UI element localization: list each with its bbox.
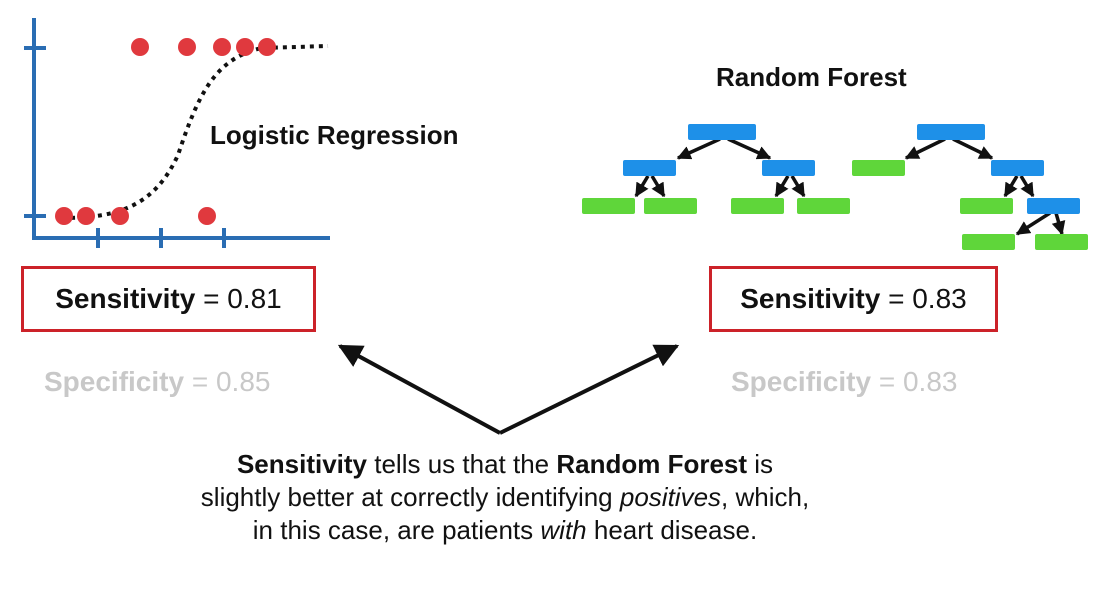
internal-node xyxy=(1027,198,1080,214)
leaf-node xyxy=(852,160,905,176)
internal-node xyxy=(623,160,676,176)
caption-italic-with: with xyxy=(540,515,587,545)
data-point xyxy=(198,207,216,225)
logistic-specificity: Specificity = 0.85 xyxy=(44,366,270,398)
data-point xyxy=(178,38,196,56)
leaf-node xyxy=(644,198,697,214)
sensitivity-value: = 0.83 xyxy=(888,283,967,314)
sensitivity-label: Sensitivity xyxy=(740,283,881,314)
data-point xyxy=(111,207,129,225)
forest-specificity: Specificity = 0.83 xyxy=(731,366,957,398)
caption-italic-positives: positives xyxy=(619,482,722,512)
data-point xyxy=(131,38,149,56)
decision-tree-1 xyxy=(582,124,850,214)
sensitivity-label: Sensitivity xyxy=(55,283,196,314)
internal-node xyxy=(991,160,1044,176)
explanation-caption: Sensitivity tells us that the Random For… xyxy=(200,448,810,547)
caption-text: heart disease. xyxy=(586,515,758,545)
logistic-curve xyxy=(61,44,329,220)
internal-node xyxy=(688,124,756,140)
tree-edge xyxy=(650,175,666,198)
specificity-label: Specificity xyxy=(731,366,872,397)
caption-text: is slightly better at correctly identify… xyxy=(200,449,774,512)
tree-edge xyxy=(790,175,806,198)
tree-edge xyxy=(904,137,946,160)
internal-node xyxy=(917,124,985,140)
leaf-node xyxy=(962,234,1015,250)
data-point xyxy=(236,38,254,56)
specificity-label: Specificity xyxy=(44,366,185,397)
data-point xyxy=(77,207,95,225)
pointer-arrows xyxy=(337,344,680,435)
leaf-node xyxy=(797,198,850,214)
tree-edge xyxy=(952,137,994,160)
data-point xyxy=(55,207,73,225)
caption-text: tells us that the xyxy=(367,449,557,479)
arrow-to-forest xyxy=(499,344,680,435)
tree-edge xyxy=(727,137,772,160)
internal-node xyxy=(762,160,815,176)
data-point xyxy=(258,38,276,56)
data-point xyxy=(213,38,231,56)
tree-edge xyxy=(774,175,790,198)
forest-sensitivity-box: Sensitivity = 0.83 xyxy=(709,266,998,332)
caption-bold-random-forest: Random Forest xyxy=(556,449,748,479)
arrow-to-logistic xyxy=(337,344,501,435)
tree-edge xyxy=(634,175,650,198)
tree-edge xyxy=(1003,175,1019,198)
random-forest-title: Random Forest xyxy=(716,62,907,92)
specificity-value: = 0.85 xyxy=(191,366,271,397)
specificity-value: = 0.83 xyxy=(878,366,958,397)
logistic-sensitivity-box: Sensitivity = 0.81 xyxy=(21,266,316,332)
tree-edge xyxy=(676,137,721,160)
caption-bold-sensitivity: Sensitivity xyxy=(236,449,368,479)
tree-edge xyxy=(1019,175,1035,198)
leaf-node xyxy=(731,198,784,214)
caption-text: , which, in this case, are patients xyxy=(252,482,810,545)
leaf-node xyxy=(1035,234,1088,250)
leaf-node xyxy=(960,198,1013,214)
logistic-regression-title: Logistic Regression xyxy=(210,120,459,150)
logistic-regression-plot xyxy=(24,18,330,248)
random-forest-trees xyxy=(582,124,1088,250)
tree-edge xyxy=(1051,212,1066,236)
leaf-node xyxy=(582,198,635,214)
tree-edge xyxy=(1015,211,1051,236)
sensitivity-value: = 0.81 xyxy=(203,283,282,314)
decision-tree-2 xyxy=(852,124,1088,250)
